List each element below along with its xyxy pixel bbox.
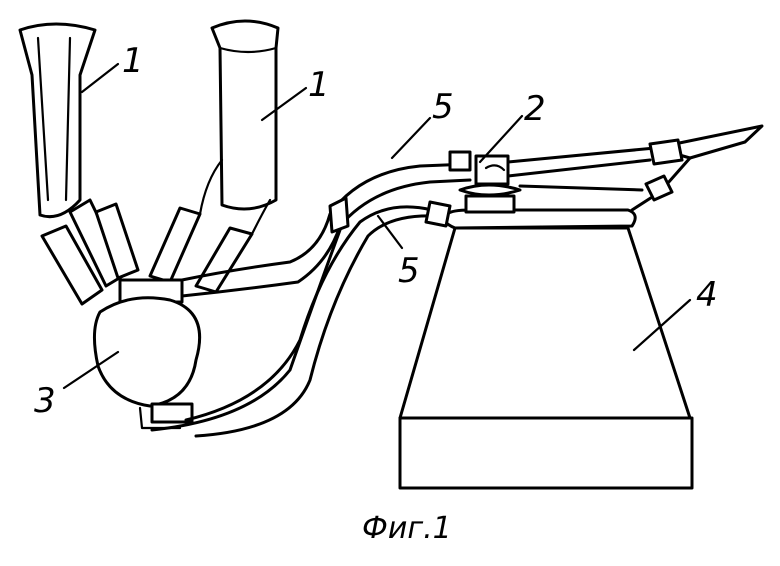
label-collector: 3 <box>34 381 56 421</box>
label-hose-upper: 5 <box>432 87 454 127</box>
label-teatcup-right: 1 <box>308 65 330 105</box>
label-hose-lower: 5 <box>398 251 420 291</box>
collector <box>93 278 202 430</box>
bucket-handle <box>506 124 764 212</box>
milk-bucket <box>398 208 694 490</box>
label-bucket: 4 <box>696 275 718 315</box>
label-teatcup-left: 1 <box>122 41 144 81</box>
leader-lines <box>62 62 692 390</box>
figure-caption: Фиг.1 <box>362 511 452 546</box>
teatcup-left <box>18 22 97 219</box>
hoses <box>150 150 472 438</box>
label-pulsator: 2 <box>524 89 546 129</box>
teatcup-right <box>210 19 280 211</box>
